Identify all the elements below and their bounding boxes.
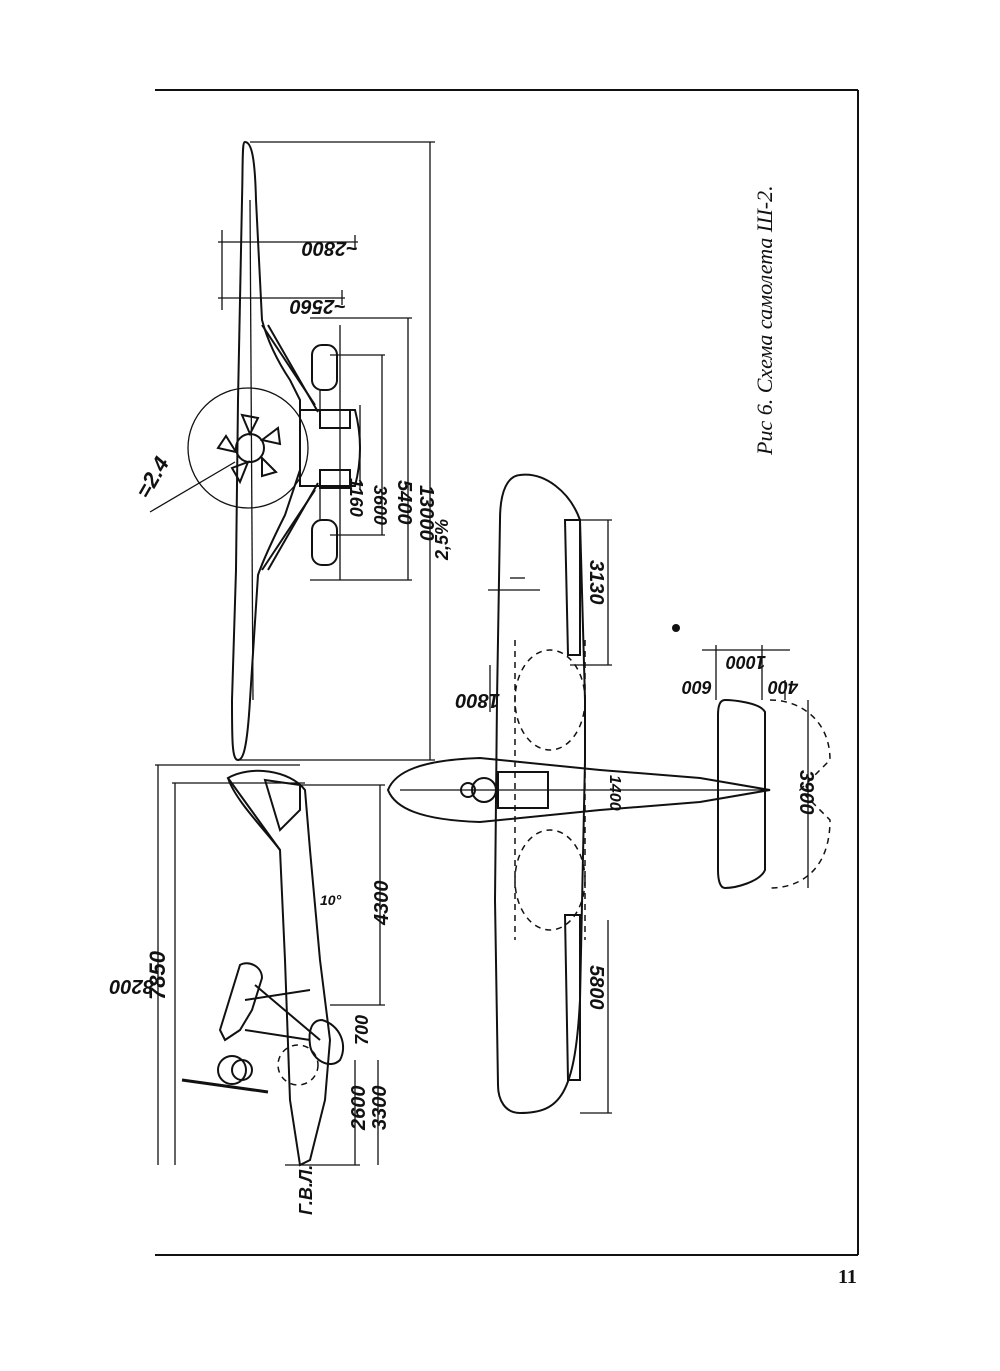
dim-10-deg: 10° (320, 892, 342, 908)
dim-4300: 4300 (371, 881, 393, 927)
dim-400: 400 (768, 677, 799, 697)
front-view: =2.4 ~2800 ~2560 1160 3600 5400 13000 (131, 140, 437, 762)
dim-700: 700 (352, 1015, 372, 1045)
dim-2-5-percent: 2,5% (432, 519, 452, 561)
side-wing (218, 962, 264, 1042)
dim-8200: 8200 (110, 975, 155, 997)
sheet-frame (155, 89, 859, 1256)
plan-tailplane (717, 698, 766, 890)
plan-wing (493, 473, 586, 1115)
dim-3600: 3600 (370, 485, 390, 525)
side-hull (226, 769, 332, 1167)
front-wing (230, 140, 301, 762)
prop-diameter-label: =2.4 (131, 452, 174, 502)
plan-view: 2,5% 3130 1800 1400 5800 1000 600 400 39… (386, 473, 831, 1115)
dim-5400: 5400 (393, 480, 415, 525)
dim-3900: 3900 (795, 770, 817, 815)
dim-2560: ~2560 (290, 295, 346, 317)
propeller-disc (187, 387, 309, 509)
front-float-right (311, 519, 338, 566)
dim-3300: 3300 (369, 1086, 391, 1131)
waterline-label: Г.В.Л. (296, 1165, 316, 1215)
dim-3130: 3130 (585, 560, 607, 605)
front-float-left (311, 344, 338, 391)
figure-caption: Рис 6. Схема самолета Ш-2. (752, 185, 777, 456)
dim-2800: ~2800 (302, 237, 358, 259)
dim-7850: 7850 (145, 950, 170, 1000)
dim-1160: 1160 (346, 478, 366, 517)
dim-13000: 13000 (415, 485, 437, 541)
dim-600: 600 (682, 677, 712, 697)
dim-1400: 1400 (606, 775, 623, 811)
page-number: 11 (838, 1266, 857, 1288)
side-view: 8200 7850 10° 4300 700 2600 3300 Г.В.Л. (110, 764, 393, 1215)
dim-5800: 5800 (585, 965, 607, 1010)
dim-1800: 1800 (456, 689, 501, 711)
dim-1000: 1000 (726, 652, 766, 672)
dim-2600: 2600 (348, 1086, 370, 1132)
